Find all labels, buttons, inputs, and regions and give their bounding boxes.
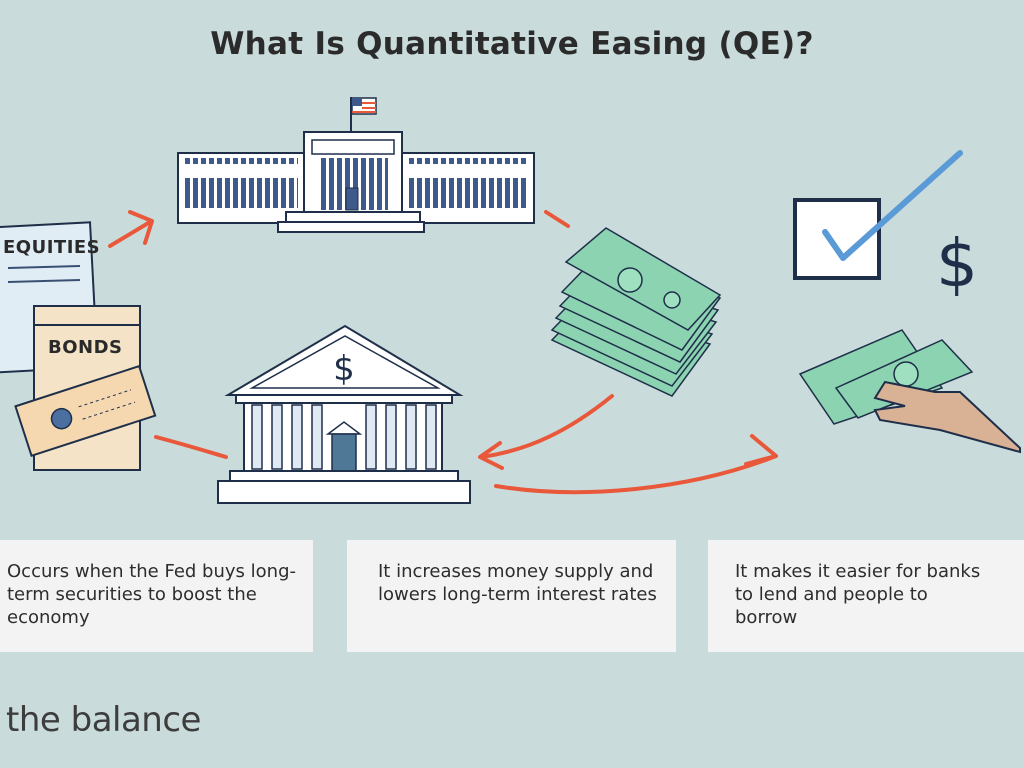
bank-building-icon: $ — [217, 324, 471, 504]
page-title: What Is Quantitative Easing (QE)? — [210, 26, 814, 62]
federal-reserve-building-icon — [177, 97, 535, 233]
info-card-lending: It makes it easier for banks to lend and… — [708, 540, 1024, 652]
flow-arrows — [108, 210, 778, 495]
hand-cash-icon — [798, 329, 1021, 454]
bonds-label: BONDS — [48, 337, 123, 358]
info-card-text: It increases money supply and lowers lon… — [378, 561, 657, 605]
info-card-text: It makes it easier for banks to lend and… — [735, 561, 981, 628]
brand-logo: the balance — [6, 700, 201, 740]
cash-stack-icon — [550, 227, 722, 397]
bank-dollar-icon: $ — [333, 349, 355, 389]
qe-illustration: $ $ — [0, 97, 1021, 504]
info-card-fed-buys: Occurs when the Fed buys long-term secur… — [0, 540, 313, 652]
info-card-text: Occurs when the Fed buys long-term secur… — [7, 561, 296, 628]
bonds-envelope-icon — [14, 305, 157, 471]
checkbox-icon — [793, 150, 963, 280]
equities-label: EQUITIES — [3, 237, 101, 258]
info-card-money-supply: It increases money supply and lowers lon… — [347, 540, 676, 652]
dollar-sign-icon: $ — [936, 225, 978, 302]
